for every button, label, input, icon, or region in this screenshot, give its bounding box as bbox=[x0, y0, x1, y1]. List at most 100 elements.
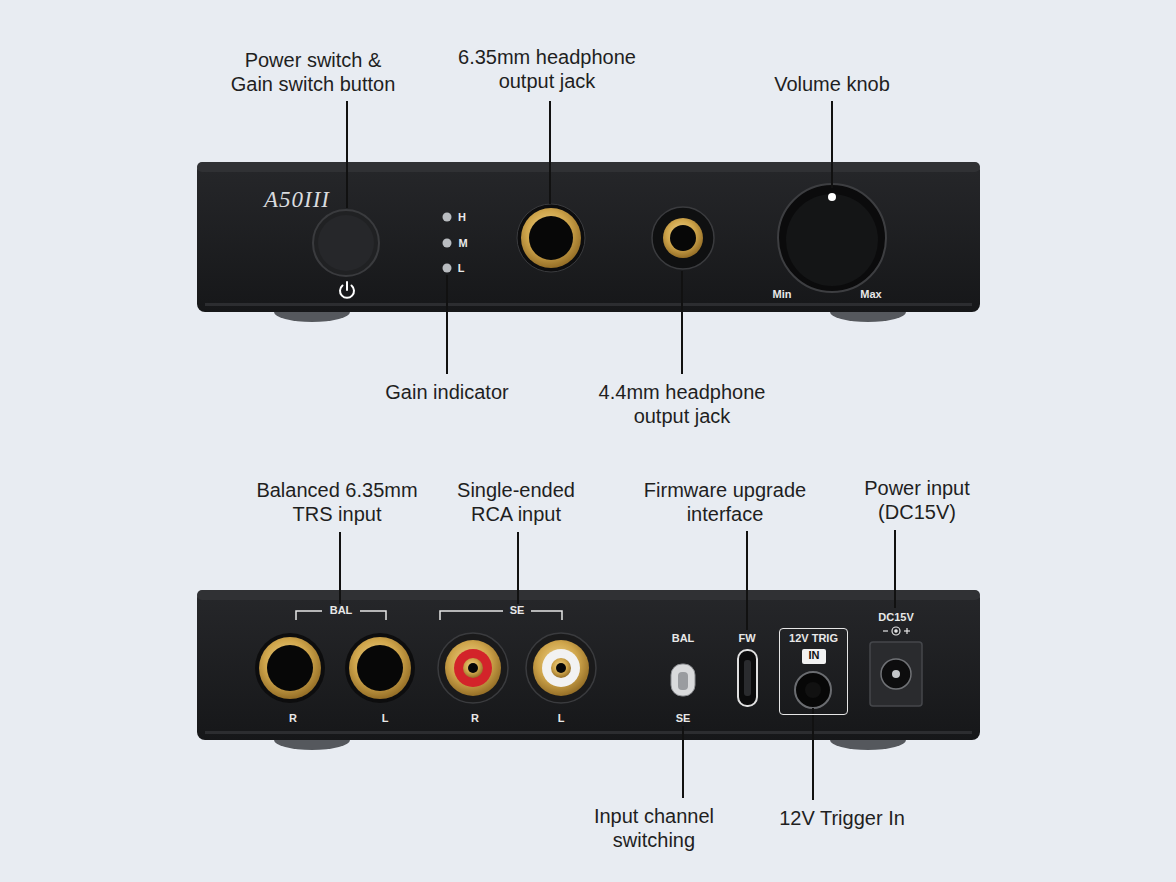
switch-marking: BAL bbox=[672, 632, 695, 645]
trigger-box: 12V TRIGIN bbox=[779, 628, 848, 715]
device-feet bbox=[274, 302, 906, 750]
jack-635 bbox=[517, 204, 585, 272]
rca-jack bbox=[454, 649, 492, 687]
leader-line bbox=[682, 726, 684, 798]
group-bracket bbox=[440, 611, 503, 620]
rca-jack bbox=[526, 633, 596, 703]
jack-44 bbox=[652, 207, 714, 269]
dc-jack bbox=[881, 659, 911, 689]
scale-mark: Min bbox=[773, 288, 792, 301]
trs-jack bbox=[349, 637, 411, 699]
port-marking: FW bbox=[738, 632, 755, 645]
gain-letter: H bbox=[458, 211, 466, 224]
jack-44 bbox=[663, 218, 703, 258]
gain-letter: L bbox=[458, 262, 465, 275]
port-marking: BAL bbox=[330, 604, 353, 617]
callout-label: Power switch & Gain switch button bbox=[224, 48, 402, 96]
leader-line bbox=[339, 532, 341, 604]
channel-letter: R bbox=[471, 712, 479, 725]
jack-635 bbox=[521, 208, 581, 268]
group-bracket bbox=[296, 611, 322, 620]
leader-line bbox=[812, 708, 814, 800]
callout-label: Single-ended RCA input bbox=[444, 478, 589, 526]
callout-label: 4.4mm headphone output jack bbox=[585, 380, 780, 428]
trigger-jack bbox=[795, 672, 831, 708]
rca-jack bbox=[463, 658, 483, 678]
group-bracket bbox=[360, 611, 386, 620]
callout-label: 6.35mm headphone output jack bbox=[445, 45, 650, 93]
leader-line bbox=[446, 275, 448, 374]
callout-label: Gain indicator bbox=[347, 380, 547, 404]
dc-jack bbox=[892, 670, 900, 678]
jack-635 bbox=[517, 204, 585, 272]
rca-jack bbox=[551, 658, 571, 678]
volume-knob bbox=[778, 184, 886, 292]
back-panel bbox=[197, 590, 980, 740]
jack-44 bbox=[670, 225, 696, 251]
leader-line bbox=[746, 531, 748, 630]
front-panel-area: A50IIIHMLMinMax bbox=[197, 162, 980, 312]
callout-label: Firmware upgrade interface bbox=[633, 478, 818, 526]
jack-635 bbox=[529, 216, 573, 260]
front-panel bbox=[205, 303, 972, 306]
gain-led bbox=[443, 213, 452, 222]
toggle-switch bbox=[671, 664, 695, 696]
dc-jack bbox=[870, 642, 922, 706]
rca-jack bbox=[542, 649, 580, 687]
channel-letter: L bbox=[382, 712, 389, 725]
back-panel bbox=[205, 731, 972, 734]
polarity-symbol bbox=[892, 627, 900, 635]
gain-led bbox=[443, 239, 452, 248]
gain-led bbox=[443, 213, 452, 273]
volume-knob bbox=[778, 184, 886, 292]
group-bracket bbox=[531, 611, 562, 620]
leader-line bbox=[346, 101, 348, 208]
rca-jack bbox=[556, 663, 566, 673]
back-panel bbox=[197, 590, 980, 740]
callout-label: Power input (DC15V) bbox=[850, 476, 985, 524]
trs-jack bbox=[255, 633, 415, 703]
leader-line bbox=[517, 532, 519, 604]
trigger-marking: 12V TRIG bbox=[780, 632, 847, 645]
trigger-jack bbox=[795, 672, 831, 708]
power-icon bbox=[346, 282, 348, 290]
front-panel bbox=[197, 162, 980, 172]
toggle-switch bbox=[671, 664, 695, 696]
dc-jack bbox=[870, 642, 922, 706]
volume-knob bbox=[828, 193, 836, 201]
callout-label: Volume knob bbox=[732, 72, 932, 96]
power-marking: DC15V bbox=[878, 611, 913, 624]
usb-c-port bbox=[738, 650, 757, 706]
leader-line bbox=[549, 101, 551, 204]
back-panel-area: BALRLSERLBALSEFWDC15V12V TRIGIN bbox=[197, 590, 980, 740]
rca-jack bbox=[445, 640, 501, 696]
trs-jack bbox=[259, 637, 321, 699]
trs-jack bbox=[345, 633, 415, 703]
toggle-switch bbox=[678, 672, 688, 690]
rca-jack bbox=[468, 663, 478, 673]
rca-jack bbox=[533, 640, 589, 696]
leader-line bbox=[894, 530, 896, 608]
callout-label: 12V Trigger In bbox=[742, 806, 942, 830]
trs-jack bbox=[267, 645, 313, 691]
jack-44 bbox=[652, 207, 714, 269]
leader-line bbox=[340, 101, 895, 800]
polarity-symbol bbox=[895, 630, 897, 632]
power-button bbox=[313, 210, 379, 276]
rca-jack bbox=[438, 633, 508, 703]
rca-jack bbox=[438, 633, 596, 703]
scale-mark: Max bbox=[860, 288, 881, 301]
port-marking: SE bbox=[510, 604, 525, 617]
front-panel bbox=[197, 162, 980, 312]
switch-marking: SE bbox=[676, 712, 691, 725]
trigger-jack bbox=[805, 682, 821, 698]
volume-knob bbox=[786, 194, 878, 286]
usb-c-port bbox=[744, 660, 751, 696]
power-button bbox=[318, 215, 374, 271]
front-panel bbox=[197, 162, 980, 312]
callout-label: Input channel switching bbox=[577, 804, 732, 852]
channel-letter: L bbox=[558, 712, 565, 725]
gain-led bbox=[443, 264, 452, 273]
